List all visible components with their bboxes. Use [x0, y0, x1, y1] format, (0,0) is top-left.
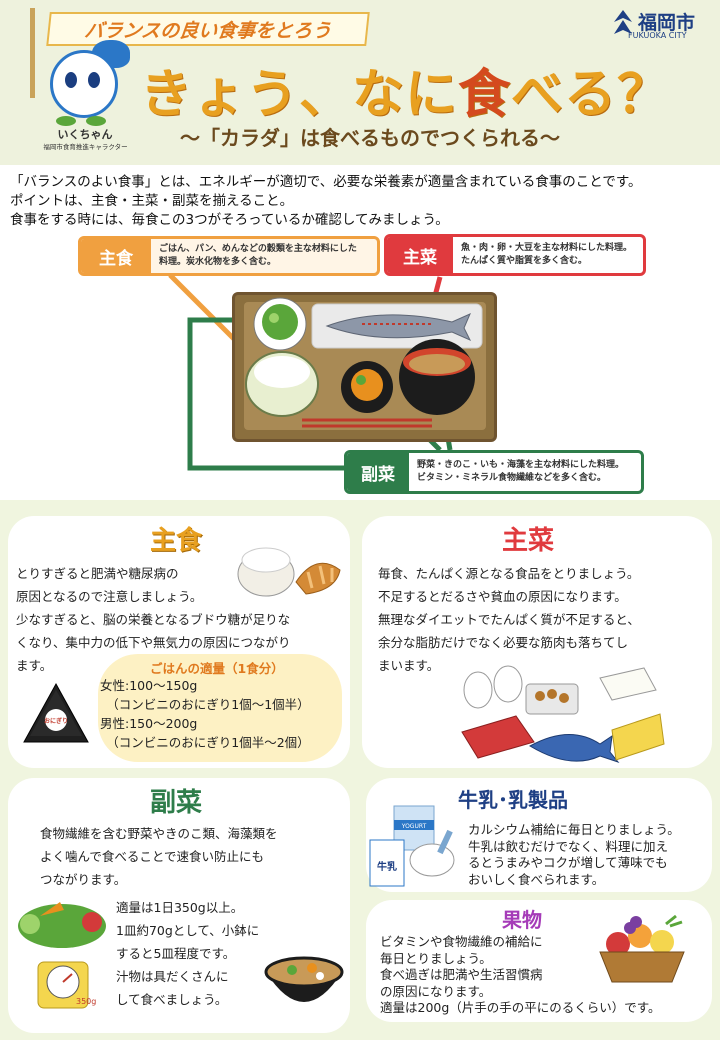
fukusai-amount-4: 汁物は具だくさんに: [116, 969, 229, 984]
onigiri-icon: おにぎり: [23, 682, 89, 743]
shusai-tag: 主菜 魚・肉・卵・大豆を主な材料にした料理。 たんぱく質や脂質を多く含む。: [384, 234, 646, 276]
mascot-caption: 福岡市食育推進キャラクター: [43, 143, 128, 151]
scale-label: 350g: [76, 997, 96, 1006]
fruit-line-2: 毎日とりましょう。: [380, 950, 492, 966]
shushoku-line-5: ます。: [16, 658, 53, 673]
page-title: きょう、なに食べる？: [140, 52, 669, 127]
fukusai-tag: 副菜 野菜・きのこ・いも・海藻を主な材料にした料理。 ビタミン・ミネラル食物繊維…: [344, 450, 644, 494]
rice-women: 女性:100～150g: [100, 678, 198, 693]
shushoku-line-1: とりすぎると肥満や糖尿病の: [16, 566, 179, 581]
yogurt-label: YOGURT: [401, 823, 427, 830]
fruit-line-4: の原因になります。: [380, 983, 492, 999]
protein-foods-icon: [461, 665, 665, 764]
shusai-tag-desc: 魚・肉・卵・大豆を主な材料にした料理。 たんぱく質や脂質を多く含む。: [453, 242, 640, 269]
fruit-line-3: 食べ過ぎは肥満や生活習慣病: [380, 967, 543, 982]
fruit-line-5: 適量は200g（片手の手の平にのるくらい）です。: [380, 1000, 661, 1015]
fukusai-amount-5: して食べましょう。: [116, 992, 228, 1007]
fukusai-amount-3: すると5皿程度です。: [116, 946, 236, 961]
intro-line-2: ポイントは、主食・主菜・副菜を揃えること。: [10, 193, 294, 209]
shusai-line-4: 余分な脂肪だけでなく必要な筋肉も落ちてし: [378, 635, 629, 650]
rice-women-note: （コンビニのおにぎり1個～1個半）: [100, 697, 310, 712]
pumpkin-icon: [351, 369, 383, 401]
dairy-icon: YOGURT 牛乳: [369, 805, 455, 887]
fukusai-amount-1: 適量は1日350g以上。: [116, 900, 244, 915]
milk-card-text: カルシウム補給に毎日とりましょう。 牛乳は飲むだけでなく、料理に加え るとうまみ…: [468, 822, 680, 888]
fukusai-line-3: つながります。: [40, 872, 127, 887]
intro-line-1: 「バランスのよい食事」とは、エネルギーが適切で、必要な栄養素が適量含まれている食…: [10, 174, 642, 190]
fukusai-tag-label: 副菜: [347, 453, 409, 491]
city-name: 福岡市: [638, 12, 696, 34]
fukusai-connector: [187, 317, 348, 471]
rice-amount-box: [98, 654, 342, 762]
soup-icon: [409, 354, 465, 374]
shushoku-line-2: 原因となるので注意しましょう。: [16, 589, 203, 604]
meal-illustration: [245, 297, 483, 428]
fukusai-tag-desc: 野菜・きのこ・いも・海藻を主な材料にした料理。 ビタミン・ミネラル食物繊維などを…: [409, 459, 632, 486]
rice-amount-title: ごはんの適量（1食分）: [150, 661, 284, 676]
rice-icon: [254, 356, 310, 388]
milk-label: 牛乳: [377, 860, 397, 873]
fish-icon: [325, 313, 472, 342]
shusai-desc-1: 魚・肉・卵・大豆を主な材料にした料理。: [461, 242, 633, 253]
title-highlight: 食: [458, 65, 512, 125]
fukusai-card-text-2: 適量は1日350g以上。 1皿約70gとして、小鉢に すると5皿程度です。 汁物…: [116, 896, 259, 1011]
shusai-tag-label: 主菜: [387, 237, 453, 273]
shushoku-card-title: 主食: [150, 526, 203, 556]
fruit-card-text: ビタミンや食物繊維の補給に 毎日とりましょう。 食べ過ぎは肥満や生活習慣病 の原…: [380, 934, 661, 1017]
vegetables-scale-icon: 350g: [18, 902, 106, 1009]
mascot-image: [50, 50, 118, 118]
shushoku-tag: 主食 ごはん、パン、めんなどの穀類を主な材料にした 料理。炭水化物を多く含む。: [78, 236, 380, 276]
city-emblem-icon: [614, 10, 632, 34]
shusai-line-3: 無理なダイエットでたんぱく質が不足すると、: [378, 612, 640, 627]
milk-line-3: るとうまみやコクが増して薄味でも: [468, 855, 668, 870]
fukusai-card-title: 副菜: [150, 788, 203, 818]
shusai-line-2: 不足するとだるさや貧血の原因になります。: [378, 589, 627, 604]
miso-soup-icon: [264, 956, 344, 1002]
fruit-line-1: ビタミンや食物繊維の補給に: [380, 934, 543, 949]
mascot-name: いくちゃん: [57, 128, 113, 141]
shushoku-tag-label: 主食: [81, 239, 151, 273]
fukusai-desc-1: 野菜・きのこ・いも・海藻を主な材料にした料理。: [417, 459, 625, 470]
shusai-card-text: 毎食、たんぱく源となる食品をとりましょう。 不足するとだるさや貧血の原因になりま…: [378, 562, 640, 677]
mascot-foot-left: [56, 116, 76, 126]
mascot-eye-left: [65, 72, 77, 88]
fruit-card-title: 果物: [502, 908, 542, 932]
shusai-card-title: 主菜: [502, 526, 555, 556]
fukusai-desc-2: ビタミン・ミネラル食物繊維などを多く含む。: [417, 473, 607, 483]
rice-and-bread-icon: [237, 547, 341, 597]
rice-men-note: （コンビニのおにぎり1個半～2個）: [100, 735, 310, 750]
milk-line-2: 牛乳は飲むだけでなく、料理に加え: [468, 838, 669, 854]
shushoku-tag-desc: ごはん、パン、めんなどの穀類を主な材料にした 料理。炭水化物を多く含む。: [151, 243, 365, 270]
fukusai-amount-2: 1皿約70gとして、小鉢に: [116, 923, 260, 938]
mascot-foot-right: [86, 116, 106, 126]
title-part-2: べる？: [511, 65, 671, 125]
fruit-basket-icon: [599, 914, 685, 983]
mascot-eye-right: [88, 72, 100, 88]
fukusai-line-1: 食物繊維を含む野菜やきのこ類、海藻類を: [40, 826, 278, 841]
milk-card-title: 牛乳･乳製品: [458, 788, 568, 812]
city-name-en: FUKUOKA CITY: [628, 31, 687, 40]
title-part-1: きょう、なに: [140, 65, 459, 125]
shushoku-card-text: とりすぎると肥満や糖尿病の 原因となるので注意しましょう。 少なすぎると、脳の栄…: [16, 562, 291, 677]
page-subtitle: ～「カラダ」は食べるものでつくられる～: [180, 126, 560, 150]
banner-flag: バランスの良い食事をとろう: [46, 12, 370, 46]
shusai-line-1: 毎食、たんぱく源となる食品をとりましょう。: [378, 566, 640, 581]
flag-pole: [30, 8, 35, 98]
shushoku-desc-1: ごはん、パン、めんなどの穀類を主な材料にした: [159, 243, 357, 254]
onigiri-label: おにぎり: [44, 717, 68, 725]
shusai-line-5: まいます。: [378, 658, 440, 673]
shushoku-line-4: くなり、集中力の低下や無気力の原因につながり: [16, 635, 291, 650]
shushoku-desc-2: 料理。炭水化物を多く含む。: [159, 257, 277, 267]
rice-amount-lines: 女性:100～150g （コンビニのおにぎり1個～1個半） 男性:150～200…: [100, 676, 310, 752]
fukusai-line-2: よく噛んで食べることで速食い防止にも: [40, 849, 265, 864]
milk-line-1: カルシウム補給に毎日とりましょう。: [468, 822, 680, 837]
intro-line-3: 食事をする時には、毎食この3つがそろっているか確認してみましょう。: [10, 212, 449, 228]
salad-icon: [262, 304, 298, 340]
shusai-desc-2: たんぱく質や脂質を多く含む。: [461, 256, 588, 266]
milk-line-4: おいしく食べられます。: [468, 871, 605, 887]
rice-men: 男性:150～200g: [100, 716, 198, 731]
shushoku-line-3: 少なすぎると、脳の栄養となるブドウ糖が足りな: [16, 612, 291, 627]
fukusai-card-text: 食物繊維を含む野菜やきのこ類、海藻類を よく噛んで食べることで速食い防止にも つ…: [40, 822, 278, 891]
